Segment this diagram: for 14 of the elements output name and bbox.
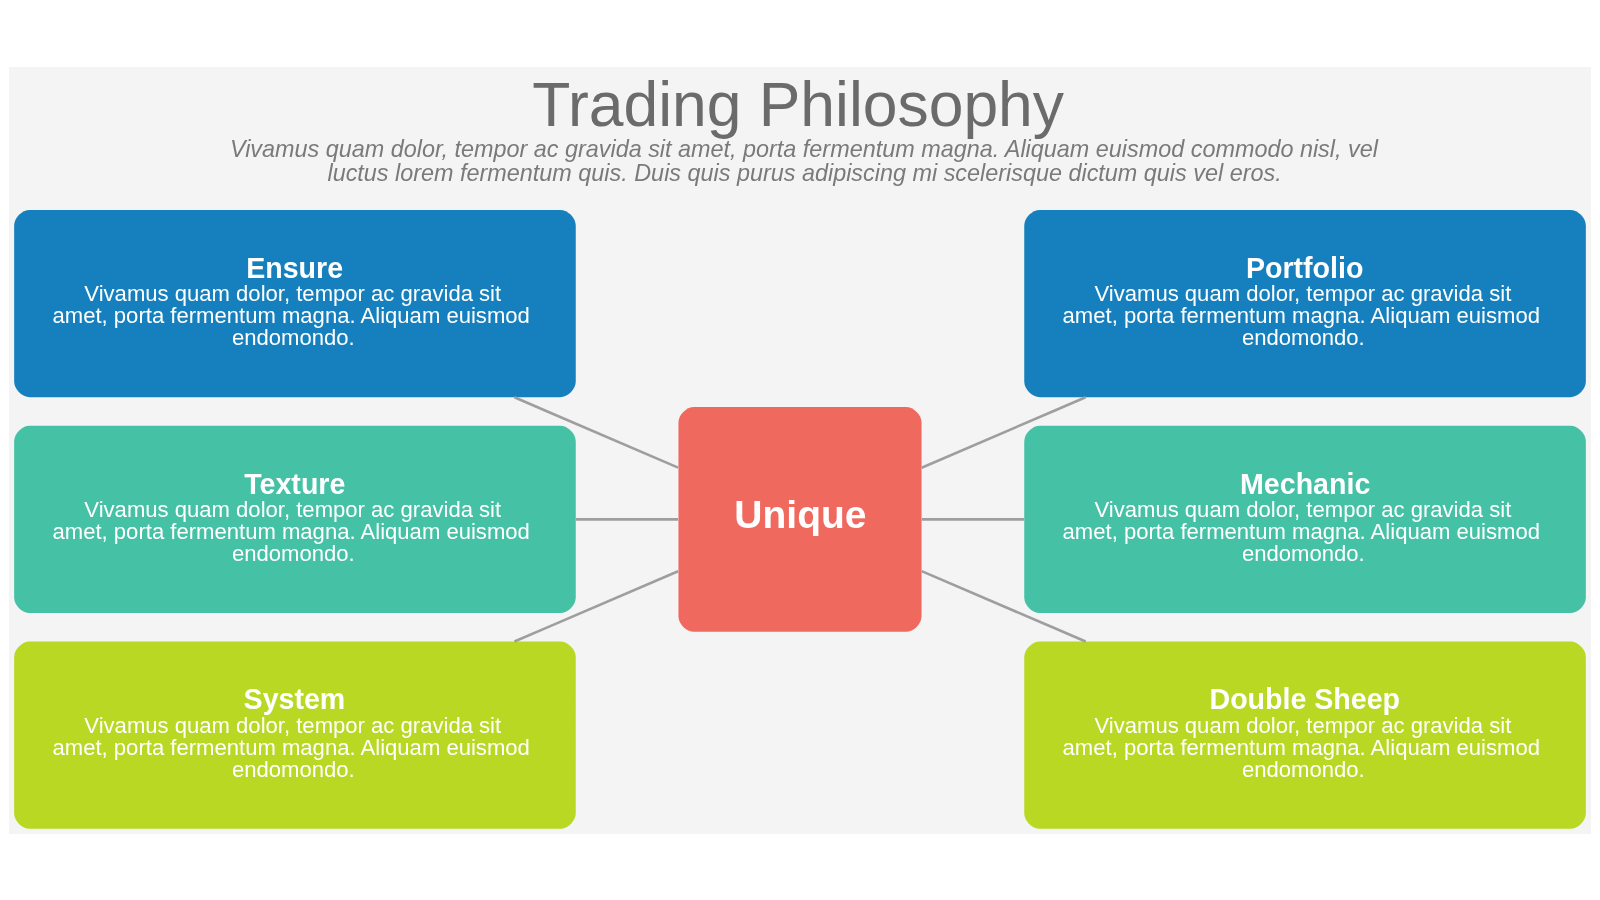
node-box: Unique: [678, 406, 922, 632]
node-box: Texture Vivamus quam dolor, tempor ac gravida sit amet, porta fermentum magna. Aliquam euismod endomondo.: [14, 425, 576, 613]
node-box: Mechanic Vivamus quam dolor, tempor ac gravida sit amet, porta fermentum magna. Aliquam euismod endomondo.: [1024, 425, 1586, 613]
node-box: System Vivamus quam dolor, tempor ac gravida sit amet, porta fermentum magna. Aliquam euismod endomondo.: [14, 641, 576, 829]
node-box: Portfolio Vivamus quam dolor, tempor ac gravida sit amet, porta fermentum magna. Aliquam euismod endomondo.: [1024, 209, 1586, 397]
connector: [513, 569, 679, 643]
connector: [513, 395, 679, 469]
connector: [575, 517, 679, 521]
node-box: Ensure Vivamus quam dolor, tempor ac gravida sit amet, porta fermentum magna. Aliquam euismod endomondo.: [14, 209, 576, 397]
connector: [921, 517, 1025, 521]
diagram-title: Trading Philosophy: [532, 69, 1064, 139]
connector: [921, 395, 1087, 469]
connector: [921, 569, 1087, 643]
node-box: Double Sheep Vivamus quam dolor, tempor ac gravida sit amet, porta fermentum magna. Aliquam euismod endomondo.: [1024, 641, 1586, 829]
